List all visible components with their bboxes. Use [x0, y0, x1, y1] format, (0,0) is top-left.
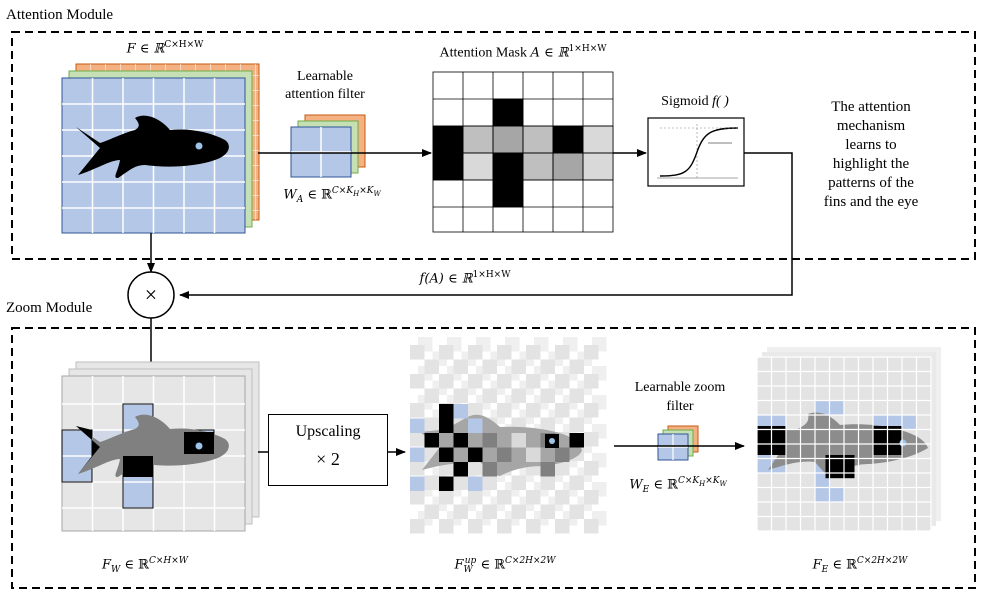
upscaling-box: Upscaling × 2 [268, 414, 388, 486]
attention-note: The attention mechanism learns to highli… [823, 99, 919, 210]
output-feature-label: FE ∈ ℝC×2H×2W [812, 556, 908, 575]
zoom-filter [657, 425, 699, 461]
feature-map-label: F ∈ ℝC×H×W [126, 40, 204, 57]
weighted-fish-shape [76, 414, 229, 477]
feature-map-stack [61, 63, 260, 234]
sigmoid-plot [647, 117, 745, 187]
weighted-feature-label: FW ∈ ℝC×H×W [101, 556, 189, 575]
attention-filter-formula: WA ∈ ℝC×KH×KW [283, 186, 381, 205]
attention-filter [290, 114, 366, 178]
fish-eye [195, 142, 203, 150]
multiply-symbol: × [144, 282, 158, 307]
arrow-sigmoid-to-multiply [179, 152, 793, 299]
zoom-module-border [11, 327, 976, 589]
sigmoid-label: Sigmoid f( ) [661, 94, 729, 109]
zoom-module-title: Zoom Module [6, 300, 93, 316]
attention-module-border [11, 31, 976, 260]
weighted-fish-eye [195, 442, 203, 450]
attention-module-title: Attention Module [6, 7, 114, 23]
sigmoid-output-label: f(A) ∈ ℝ1×H×W [419, 270, 511, 287]
attention-mask-grid [432, 71, 614, 233]
weighted-feature-stack [61, 361, 260, 532]
zoom-filter-formula: WE ∈ ℝC×KH×KW [629, 476, 727, 495]
output-feature-grid [756, 347, 941, 532]
attention-mask-label: Attention Mask A ∈ ℝ1×H×W [439, 44, 607, 61]
upscaled-feature-grid [410, 337, 607, 534]
fish-shape [76, 115, 229, 178]
upscaled-feature-label: FWup ∈ ℝC×2H×2W [454, 556, 556, 575]
